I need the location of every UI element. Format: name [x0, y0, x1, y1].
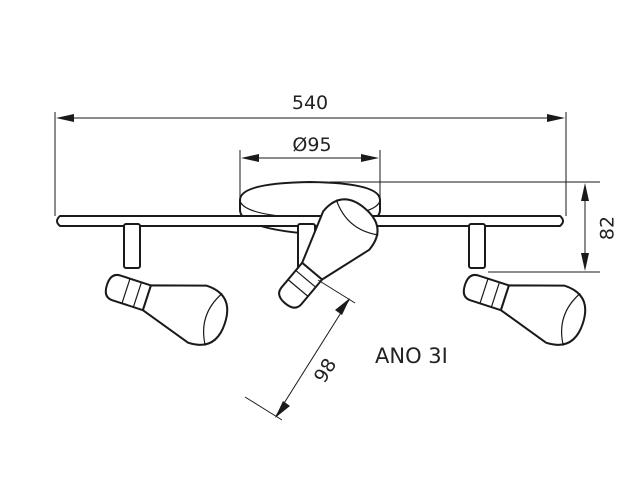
dimension-label-98: 98 — [310, 355, 341, 387]
model-label: ANO 3I — [375, 344, 448, 368]
dimension-canopy-diameter — [239, 150, 381, 200]
dimension-spot-length — [244, 279, 356, 421]
dimension-height — [330, 181, 600, 273]
dimension-label-82: 82 — [597, 216, 619, 240]
spot-right — [462, 223, 587, 346]
dimension-label-diameter: Ø95 — [292, 134, 331, 156]
dimension-overall-length — [54, 112, 567, 216]
dimension-label-540: 540 — [292, 92, 328, 114]
main-bar — [56, 215, 564, 227]
spot-left — [104, 223, 229, 346]
spot-center — [278, 198, 379, 309]
